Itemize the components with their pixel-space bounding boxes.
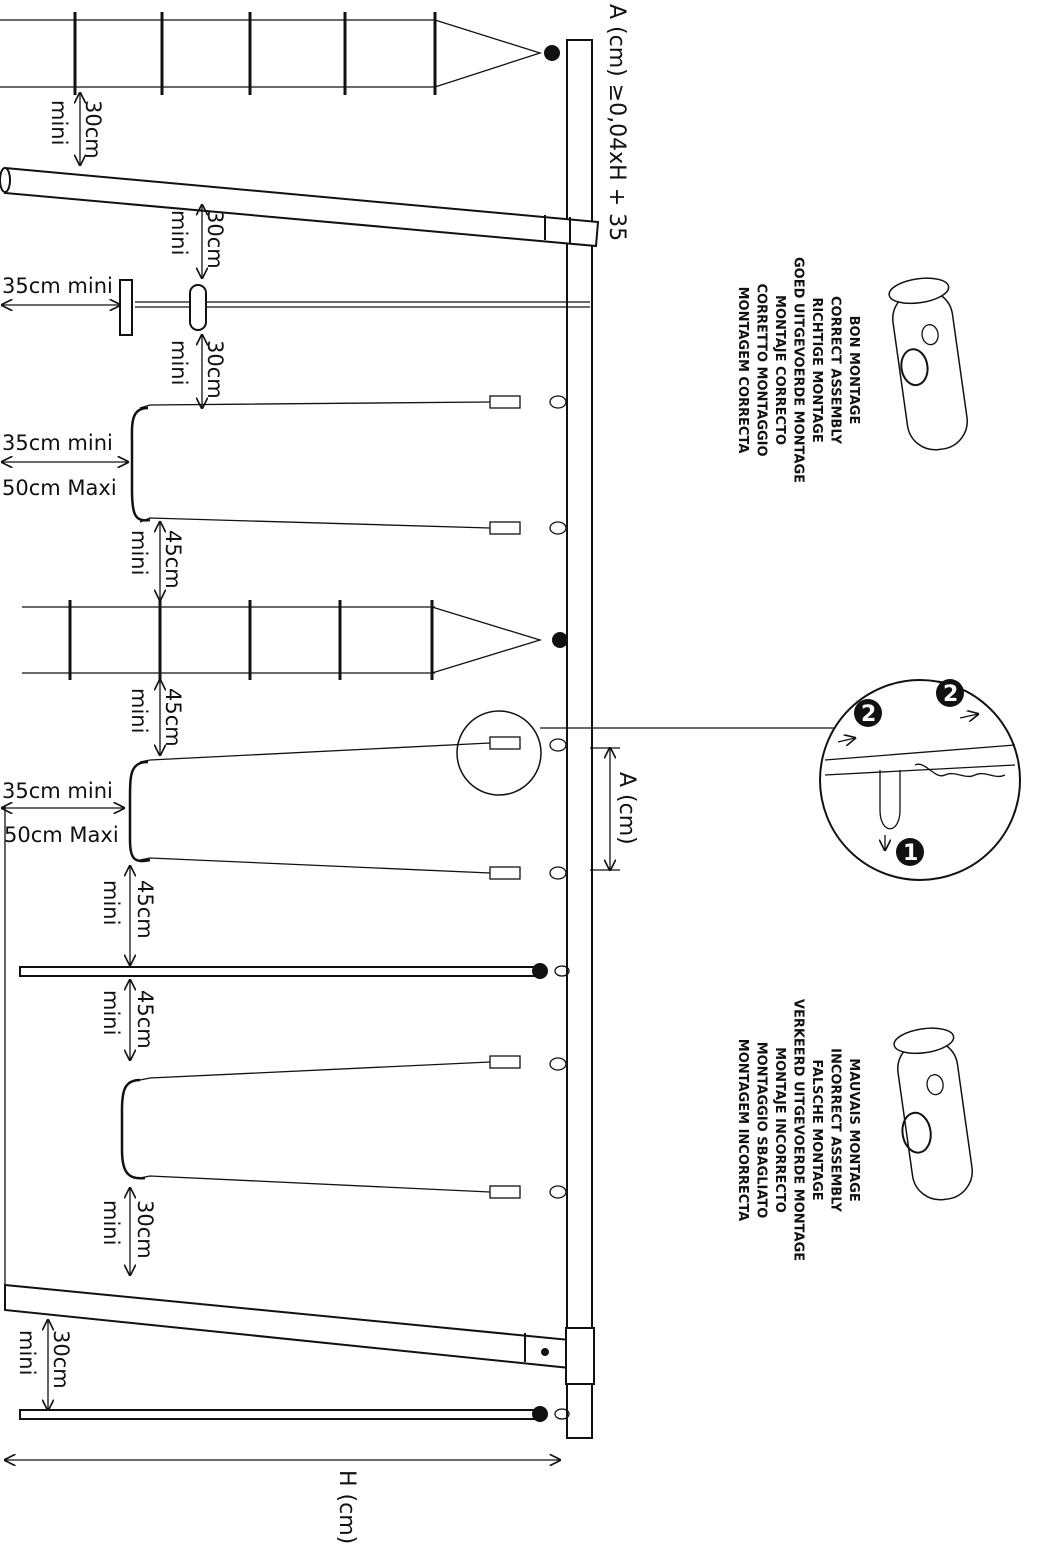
dim-label-4: 45cm xyxy=(161,530,185,589)
incorrect-assembly-line: FALSCHE MONTAGE xyxy=(809,1059,824,1200)
dim-label-5: 45cm xyxy=(161,688,185,747)
incorrect-assembly-line: MONTAGGIO SBAGLIATO xyxy=(754,1042,769,1219)
ladder-top-fixing xyxy=(544,45,560,61)
incorrect-assembly-illustration xyxy=(893,1027,973,1201)
correct-assembly-illustration xyxy=(888,277,968,451)
dim-label-35-1: 35cm mini xyxy=(2,274,113,298)
svg-text:2: 2 xyxy=(861,702,876,727)
h-dimension-label: H (cm) xyxy=(334,1470,359,1544)
dim-label-9: 30cm xyxy=(49,1330,73,1389)
ladder-top xyxy=(0,12,543,95)
dim-label-3: 30cm xyxy=(203,340,227,399)
incorrect-assembly-line: MAUVAIS MONTAGE xyxy=(846,1058,861,1201)
incorrect-assembly-line: VERKEERD UITGEVOERDE MONTAGE xyxy=(791,999,806,1261)
dim-mini-6: mini xyxy=(99,880,123,925)
dim-mini-1: mini xyxy=(47,100,71,145)
leg-upper xyxy=(0,166,600,248)
detail-highlight-circle xyxy=(456,710,542,796)
dim-label-7: 45cm xyxy=(133,990,157,1049)
dim-label-6: 45cm xyxy=(133,880,157,939)
dim-label-35-2: 35cm mini xyxy=(2,431,113,455)
ladder-middle-fixing xyxy=(552,632,568,648)
dim-mini-9: mini xyxy=(15,1330,39,1375)
swing-seat-3 xyxy=(120,1055,567,1199)
step-2-badge-right xyxy=(936,679,964,707)
correct-assembly-line: BON MONTAGE xyxy=(846,316,861,425)
dim-label-35-3: 35cm mini xyxy=(2,779,113,803)
incorrect-assembly-line: MONTAGEM INCORRECTA xyxy=(735,1039,750,1221)
dim-mini-3: mini xyxy=(167,340,191,385)
dim-label-50-1: 50cm Maxi xyxy=(2,476,117,500)
dim-mini-2: mini xyxy=(167,210,191,255)
ladder-middle xyxy=(22,600,543,680)
pole-1-fixing xyxy=(532,963,548,979)
pole-1 xyxy=(19,966,541,977)
dim-mini-5: mini xyxy=(127,688,151,733)
detail-knot-view: 1 2 2 xyxy=(819,679,1021,881)
incorrect-assembly-line: INCORRECT ASSEMBLY xyxy=(828,1048,843,1212)
step-2-badge-left xyxy=(854,699,882,727)
incorrect-assembly-line: MONTAJE INCORRECTO xyxy=(772,1047,787,1213)
dim-label-50-2: 50cm Maxi xyxy=(4,823,119,847)
correct-assembly-line: MONTAGEM CORRECTA xyxy=(735,287,750,454)
correct-assembly-line: CORRETTO MONTAGGIO xyxy=(754,283,769,456)
dim-label-1: 30cm xyxy=(81,100,105,159)
correct-assembly-line: GOED UITGEVOERDE MONTAGE xyxy=(791,257,806,483)
trapeze xyxy=(119,279,590,336)
pole-2-fixing xyxy=(532,1406,548,1422)
svg-text:1: 1 xyxy=(903,841,918,866)
correct-assembly-line: CORRECT ASSEMBLY xyxy=(828,296,843,445)
swing-seat-2 xyxy=(128,736,567,880)
correct-assembly-line: RICHTIGE MONTAGE xyxy=(809,297,824,442)
dim-mini-8: mini xyxy=(99,1200,123,1245)
dim-label-8: 30cm xyxy=(133,1200,157,1259)
dim-mini-4: mini xyxy=(127,530,151,575)
dim-mini-7: mini xyxy=(99,990,123,1035)
top-beam xyxy=(566,39,593,1439)
svg-text:2: 2 xyxy=(943,682,958,707)
pole-2 xyxy=(19,1409,541,1420)
step-1-badge xyxy=(896,838,924,866)
dim-label-2: 30cm xyxy=(203,210,227,269)
formula-label: A (cm) ≥0,04xH + 35 xyxy=(604,4,629,241)
swing-seat-1 xyxy=(130,395,567,535)
leg-lower xyxy=(4,1283,595,1385)
a-dimension-label: A (cm) xyxy=(614,772,639,845)
correct-assembly-line: MONTAJE CORRECTO xyxy=(772,295,787,445)
